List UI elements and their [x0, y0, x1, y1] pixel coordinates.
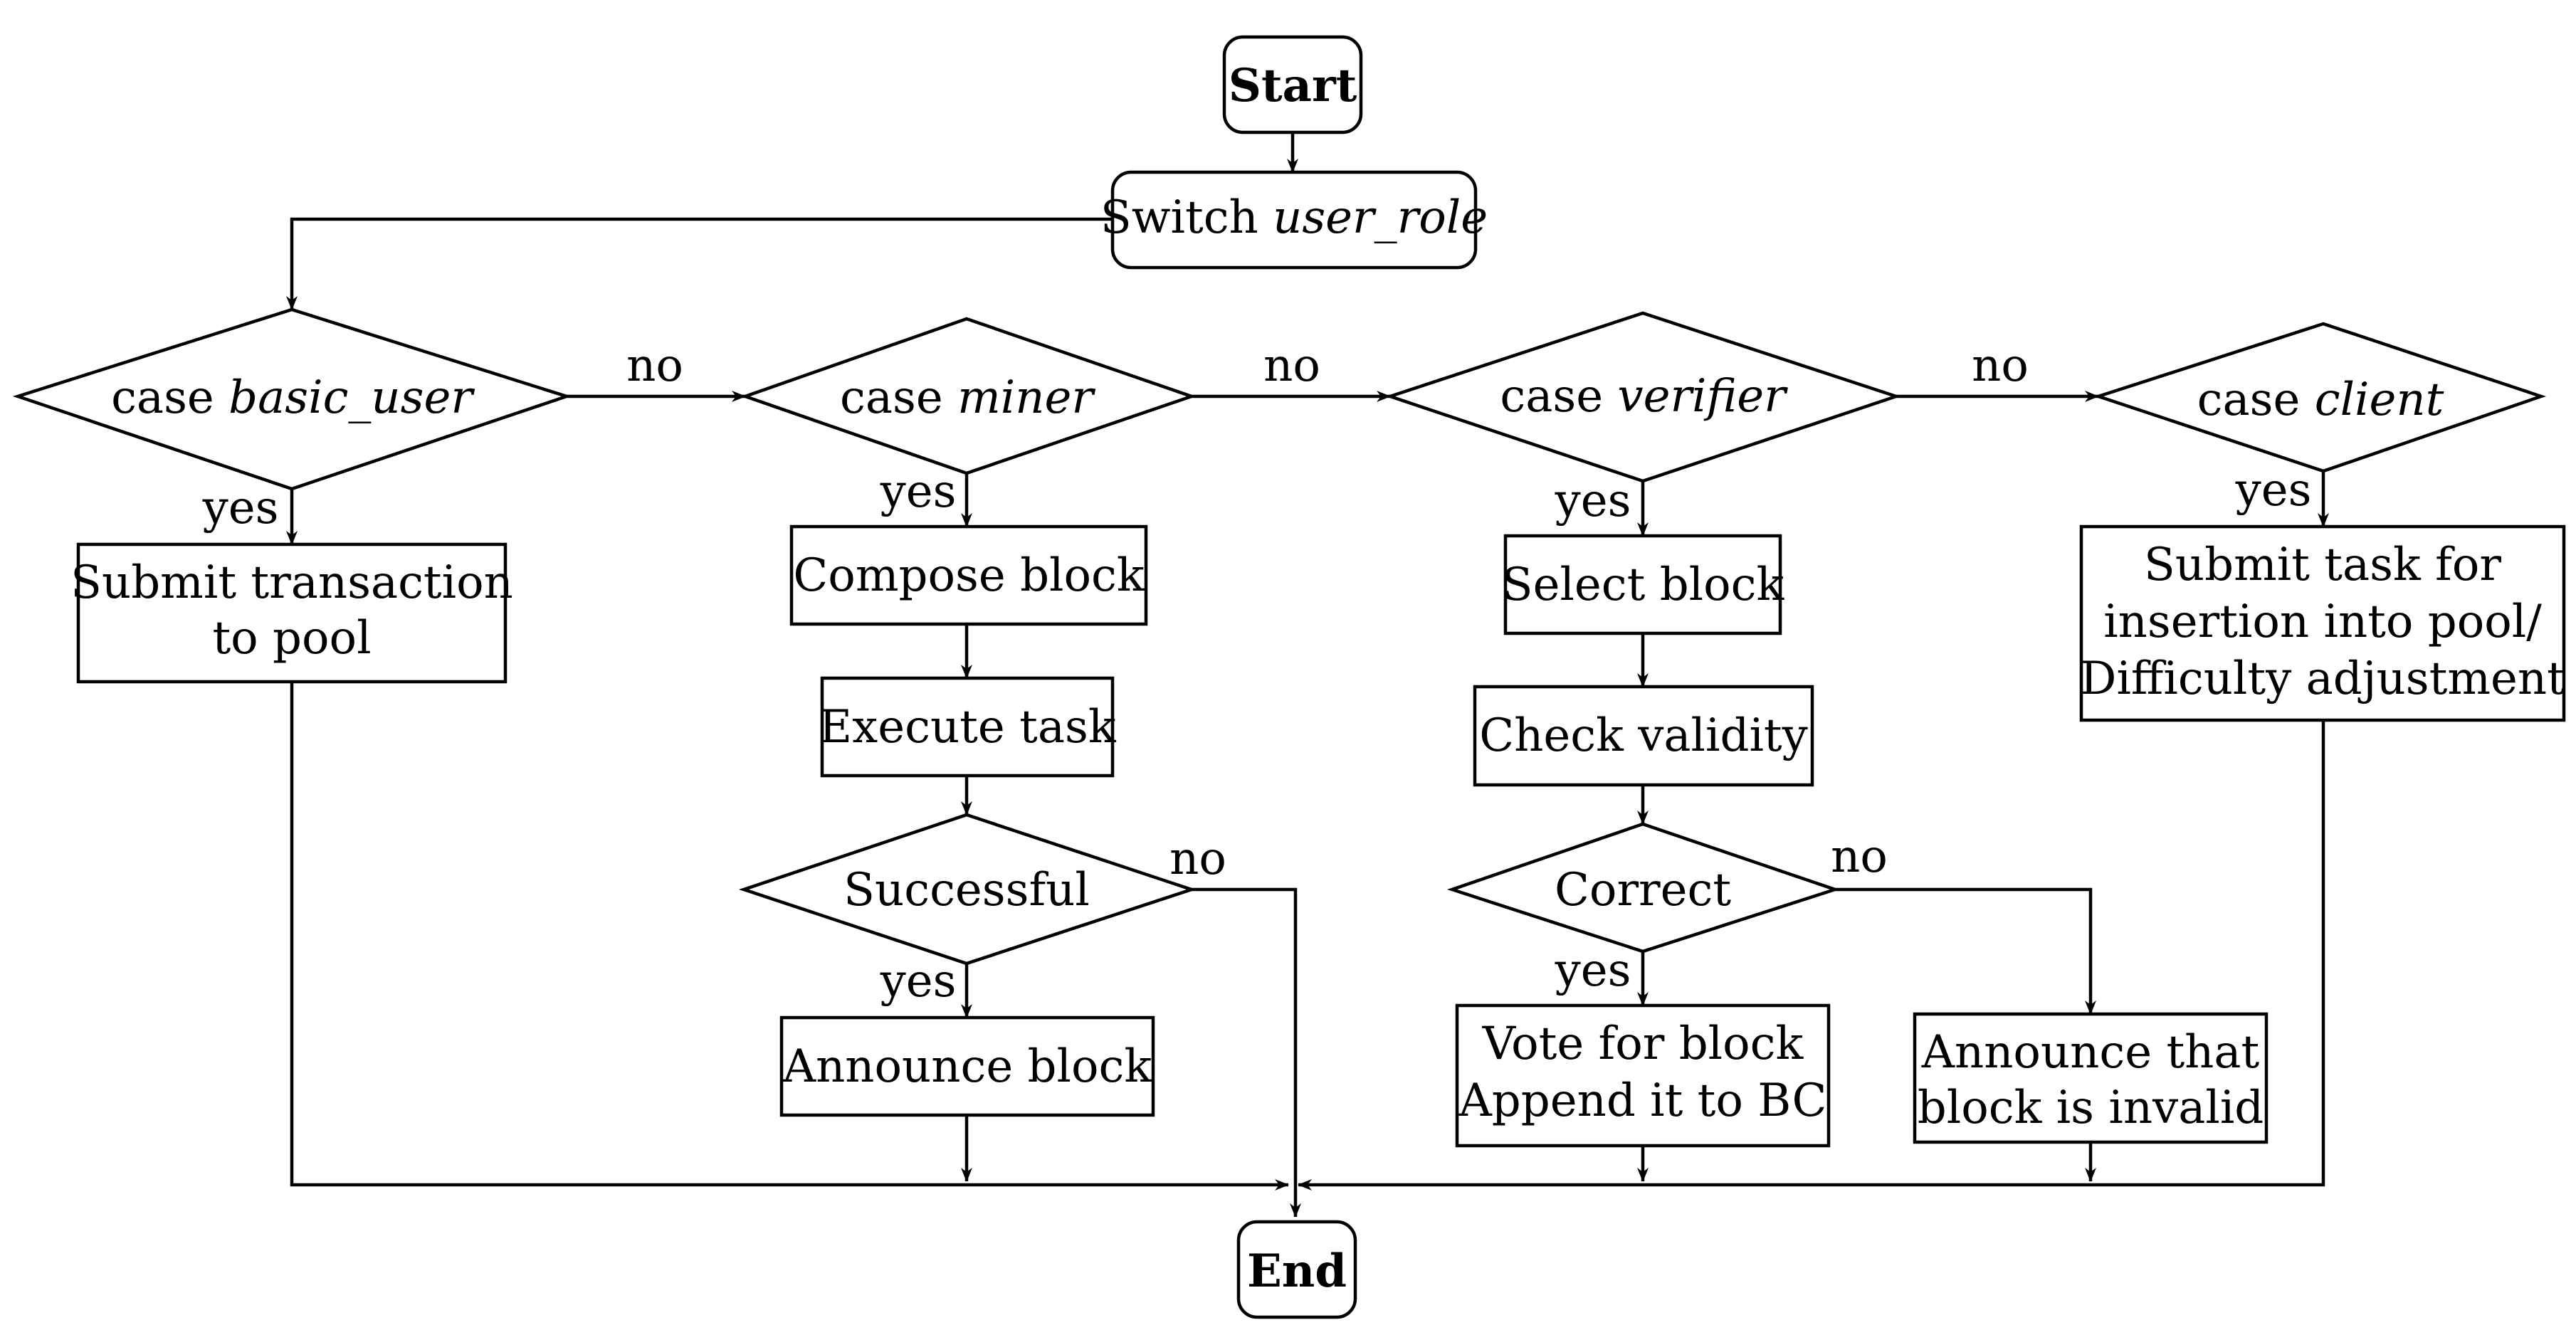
label-yes-client: yes [2235, 464, 2312, 517]
switch-var: user_role [1273, 191, 1488, 244]
end-node: End [1236, 1220, 1357, 1319]
announce-invalid-line-2: block is invalid [1918, 1082, 2264, 1134]
edge-correct-announce-invalid [1835, 887, 2096, 1015]
label-yes-verifier: yes [1555, 475, 1631, 527]
vote-node: Vote for block Append it to BC [1455, 1003, 1831, 1148]
compose-block-node: Compose block [789, 524, 1148, 626]
label-yes-successful: yes [880, 955, 957, 1008]
label-no-miner-verifier: no [1263, 339, 1320, 392]
check-validity-label: Check validity [1479, 709, 1808, 762]
label-no-basic-miner: no [626, 339, 683, 392]
submit-task-node: Submit task for insertion into pool/ Dif… [2079, 524, 2566, 722]
submit-task-line-1: Submit task for [2144, 539, 2501, 591]
miner-var: miner [957, 371, 1095, 424]
decision-verifier: case verifier [1384, 311, 1902, 483]
verifier-var: verifier [1617, 370, 1788, 423]
edge-submit-tx-merge [290, 682, 1289, 1191]
basic-prefix: case [111, 371, 228, 424]
decision-basic-user: case basic_user [12, 307, 572, 491]
label-no-correct: no [1831, 830, 1888, 883]
decision-successful: Successful [738, 813, 1197, 966]
edge-labels: no no no no no yes yes yes yes yes yes [202, 339, 2312, 1008]
announce-block-node: Announce block [779, 1015, 1155, 1117]
select-block-node: Select block [1502, 534, 1785, 635]
start-node: Start [1222, 35, 1363, 134]
edge-successful-end-no [1192, 887, 1301, 1218]
submit-transaction-line-1: Submit transaction [70, 556, 513, 609]
basic-var: basic_user [228, 371, 475, 424]
execute-task-node: Execute task [819, 676, 1117, 778]
vote-line-1: Vote for block [1482, 1018, 1804, 1070]
decision-verifier-label: case verifier [1500, 370, 1788, 423]
vote-line-2: Append it to BC [1458, 1075, 1827, 1127]
client-prefix: case [2197, 374, 2315, 426]
select-block-label: Select block [1502, 559, 1785, 611]
miner-prefix: case [840, 371, 957, 424]
switch-node: Switch user_role [1100, 170, 1488, 270]
client-var: client [2315, 374, 2444, 426]
submit-task-line-2: insertion into pool/ [2103, 596, 2542, 648]
execute-task-label: Execute task [819, 701, 1116, 754]
edges [286, 132, 2329, 1218]
decision-miner: case miner [740, 317, 1197, 475]
submit-transaction-line-2: to pool [212, 612, 371, 665]
submit-task-line-3: Difficulty adjustment [2080, 653, 2565, 705]
decision-successful-label: Successful [843, 864, 1090, 917]
announce-block-label: Announce block [782, 1040, 1153, 1093]
announce-invalid-node: Announce that block is invalid [1913, 1012, 2269, 1144]
edge-switch-basic [286, 217, 1113, 310]
compose-block-label: Compose block [793, 549, 1145, 602]
switch-label: Switch user_role [1100, 191, 1488, 244]
decision-client-label: case client [2197, 374, 2444, 426]
label-yes-correct: yes [1555, 944, 1631, 997]
label-no-successful: no [1169, 833, 1226, 885]
decision-client: case client [2093, 322, 2547, 473]
end-label: End [1247, 1245, 1347, 1298]
announce-invalid-line-1: Announce that [1921, 1026, 2260, 1079]
decision-basic-user-label: case basic_user [111, 371, 475, 424]
decision-correct: Correct [1446, 822, 1841, 954]
label-yes-miner: yes [880, 465, 957, 518]
label-yes-basic: yes [202, 482, 279, 534]
verifier-prefix: case [1500, 370, 1617, 423]
decision-miner-label: case miner [840, 371, 1095, 424]
submit-transaction-node: Submit transaction to pool [70, 542, 513, 684]
edge-right-merge [1298, 720, 2325, 1191]
label-no-verifier-client: no [1972, 339, 2029, 392]
start-label: Start [1229, 59, 1357, 112]
decision-correct-label: Correct [1555, 864, 1731, 917]
switch-prefix: Switch [1100, 191, 1273, 244]
check-validity-node: Check validity [1473, 685, 1814, 787]
